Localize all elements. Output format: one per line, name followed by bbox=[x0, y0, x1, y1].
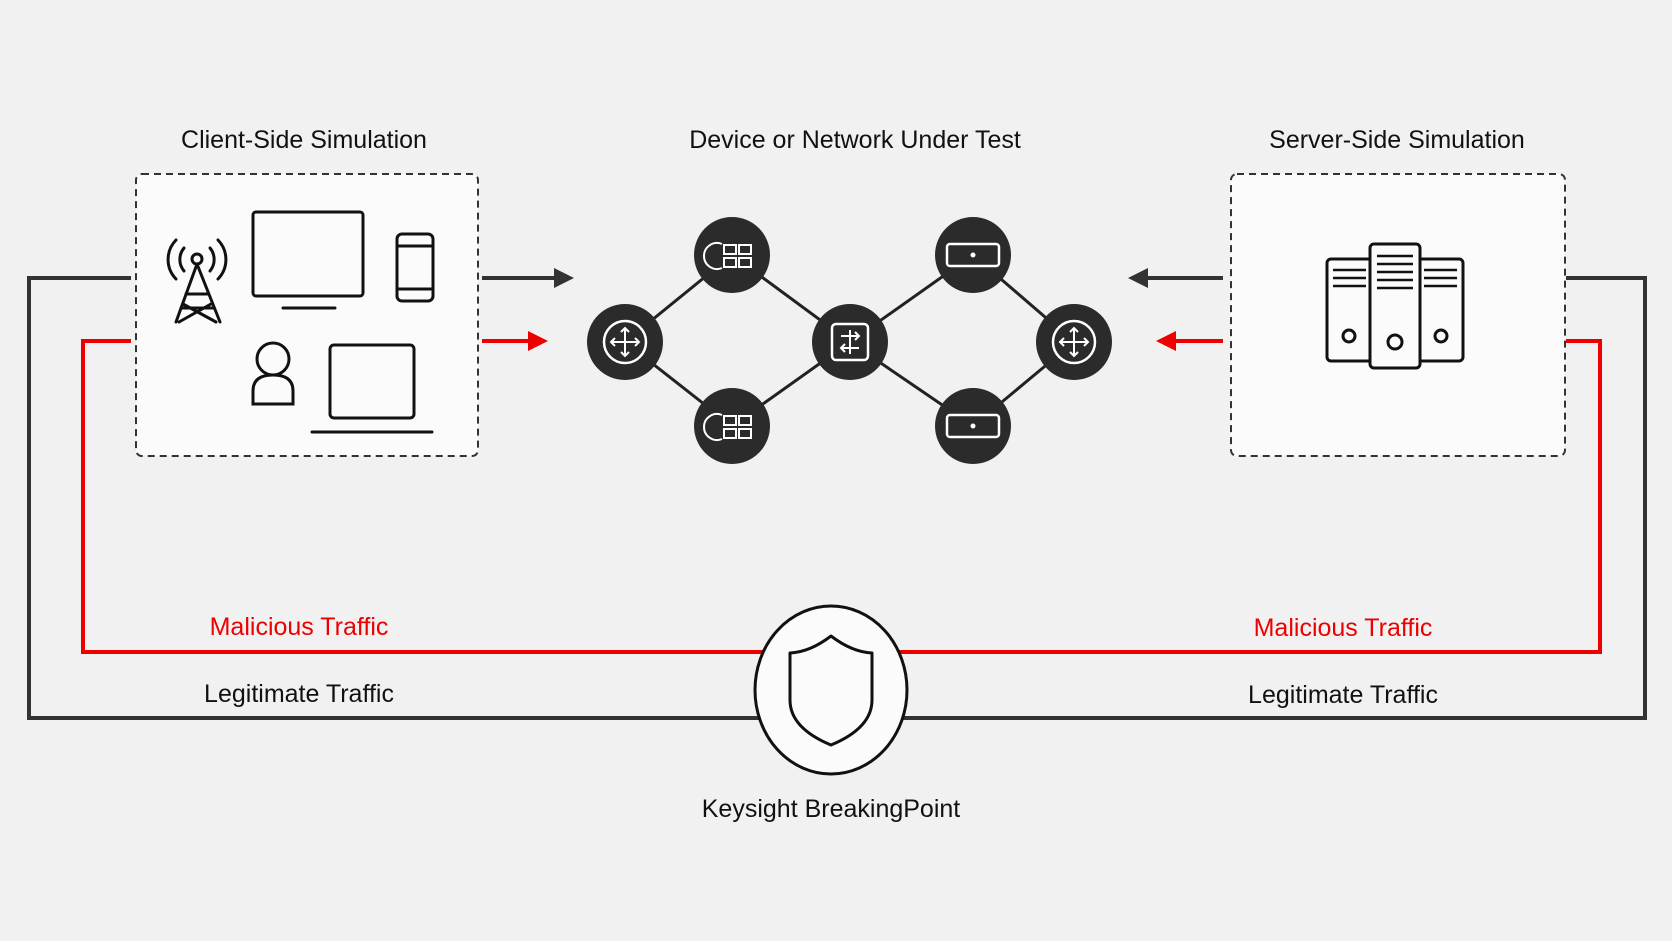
firewall-icon bbox=[694, 388, 770, 464]
left-legitimate-traffic-label: Legitimate Traffic bbox=[204, 680, 394, 708]
cell-tower-icon bbox=[166, 238, 228, 324]
client-title: Client-Side Simulation bbox=[181, 126, 427, 154]
load-balancer-icon bbox=[935, 388, 1011, 464]
right-legitimate-traffic-label: Legitimate Traffic bbox=[1248, 681, 1438, 709]
client-malicious-arrow bbox=[482, 331, 548, 351]
breakingpoint-node bbox=[753, 604, 909, 776]
laptop-icon bbox=[310, 343, 434, 434]
smartphone-icon bbox=[395, 232, 435, 303]
monitor-icon bbox=[251, 210, 365, 310]
left-malicious-traffic-label: Malicious Traffic bbox=[210, 613, 389, 641]
server-malicious-arrow bbox=[1156, 331, 1223, 351]
router-icon bbox=[587, 304, 663, 380]
tool-name: Keysight BreakingPoint bbox=[702, 795, 961, 823]
client-legitimate-arrow bbox=[482, 268, 574, 288]
client-simulation-box bbox=[135, 173, 479, 457]
shield-icon bbox=[788, 634, 874, 747]
user-icon bbox=[251, 341, 295, 406]
server-rack-icon bbox=[1325, 242, 1465, 370]
server-title: Server-Side Simulation bbox=[1269, 126, 1525, 154]
right-malicious-traffic-label: Malicious Traffic bbox=[1254, 614, 1433, 642]
switch-icon bbox=[812, 304, 888, 380]
load-balancer-icon bbox=[935, 217, 1011, 293]
dut-title: Device or Network Under Test bbox=[689, 126, 1021, 154]
server-legitimate-arrow bbox=[1128, 268, 1223, 288]
router-icon bbox=[1036, 304, 1112, 380]
firewall-icon bbox=[694, 217, 770, 293]
